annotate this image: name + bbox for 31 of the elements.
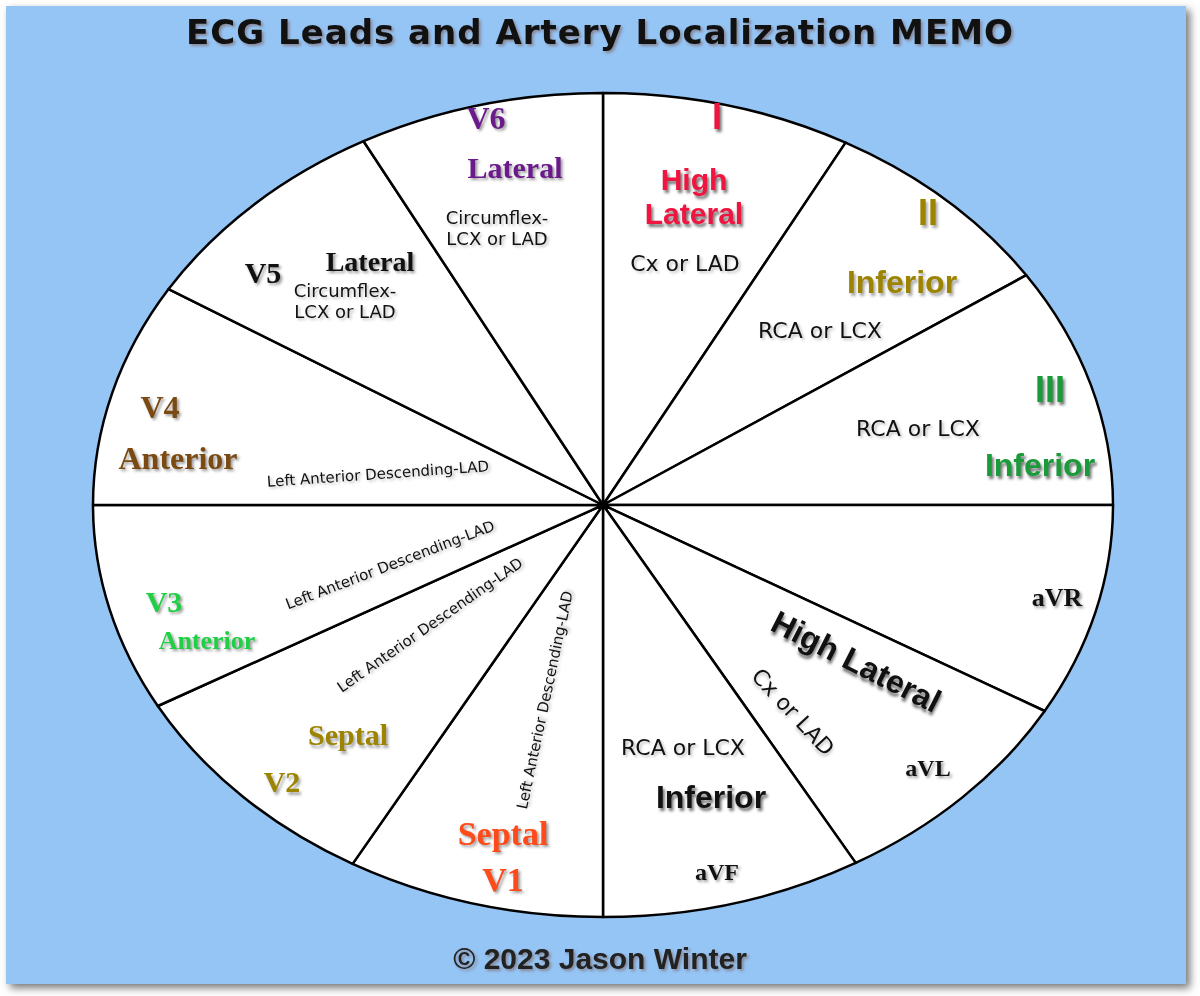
artery-label: RCA or LCX [620,734,746,760]
lead-label: III [1034,369,1066,411]
artery-label: Left Anterior Descending-LAD [266,457,490,491]
region-label: Inferior [983,446,1097,484]
lead-label: V3 [144,585,184,619]
artery-label: RCA or LCX [757,317,883,343]
lead-label: I [711,96,723,138]
region-label: Lateral [324,246,416,278]
lead-label: V5 [243,256,283,290]
region-label: Inferior [845,263,959,301]
lead-label: II [917,192,939,234]
region-label: High Lateral [643,163,745,231]
lead-label: V6 [465,99,507,137]
region-label: Inferior [654,778,768,816]
title: ECG Leads and Artery Localization MEMO [186,12,1014,52]
lead-label: V4 [139,388,181,426]
region-label: Anterior [157,626,257,656]
region-label: Anterior [117,439,239,477]
region-label: Septal [307,718,389,752]
lead-label: V2 [262,765,302,799]
region-label: Lateral [466,151,564,185]
artery-label: Circumflex-LCX or LAD [292,280,398,322]
region-label: Septal [456,815,550,853]
artery-label: Circumflex-LCX or LAD [444,207,550,249]
artery-label: Cx or LAD [629,250,741,276]
lead-label: aVL [904,754,952,782]
lead-label: aVR [1030,583,1084,613]
lead-label: V1 [481,861,525,899]
lead-label: aVF [694,858,740,886]
artery-label: RCA or LCX [855,415,981,441]
caption: © 2023 Jason Winter [453,942,747,976]
